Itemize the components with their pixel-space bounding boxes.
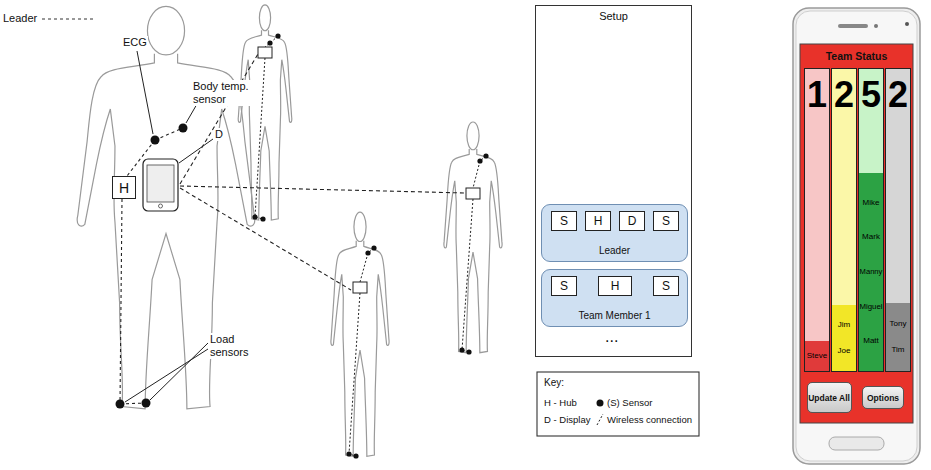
ellipsis: ... [604, 328, 619, 346]
name-strip: JimJoe [832, 305, 856, 371]
panel-title: Leader [542, 245, 687, 256]
hub-box: H [585, 211, 611, 231]
wireless-link [180, 54, 466, 290]
status-column: 2TonyTim [885, 68, 911, 372]
status-header: Team Status [801, 46, 912, 65]
member-name: Steve [807, 351, 827, 361]
key-box [537, 372, 699, 436]
status-count: 1 [805, 73, 829, 117]
legend-wireless-sample [597, 414, 603, 425]
node-label: S [662, 279, 670, 293]
name-strip: Steve [805, 341, 829, 371]
status-count: 2 [886, 73, 910, 117]
setup-panel: SetupLeaderSHDSTeam Member 1SHS [535, 5, 692, 357]
member-name: Manny [860, 267, 883, 277]
smartphone [793, 8, 920, 464]
leader-line [42, 19, 96, 20]
team-figure [331, 212, 389, 456]
member-name: Mike [863, 198, 880, 208]
button-label: Options [867, 393, 899, 403]
team-hub [258, 47, 480, 293]
node-label: H [594, 214, 603, 228]
sensor-box: S [551, 276, 577, 296]
member-name: Tim [891, 345, 904, 355]
status-column: 2JimJoe [831, 68, 857, 372]
team-wiring [255, 36, 486, 456]
callout-label: Load sensors [209, 333, 267, 359]
display-box: D [619, 211, 645, 231]
sensor-dot [252, 33, 488, 458]
legend-label: D - Display [543, 414, 591, 426]
node-label: S [560, 214, 568, 228]
panel-title: Team Member 1 [542, 310, 687, 321]
legend-label: Wireless connection [606, 414, 693, 426]
status-count: 2 [832, 73, 856, 117]
member-name: Jim [838, 320, 850, 330]
figure-label: Leader [2, 12, 38, 25]
button: Options [862, 386, 904, 409]
display-device [143, 159, 178, 211]
body-wiring [120, 128, 183, 404]
status-column: 1Steve [804, 68, 830, 372]
node-label: S [662, 214, 670, 228]
status-count: 5 [859, 73, 883, 117]
status-column: 5MikeMarkMannyMiguelMatt [858, 68, 884, 372]
sensor-box: S [653, 211, 679, 231]
member-name: Mark [862, 232, 880, 242]
node-label: S [560, 279, 568, 293]
member-name: Miguel [860, 302, 883, 312]
callout-label: ECG [122, 36, 148, 49]
callout-label: Body temp. sensor [192, 80, 256, 106]
legend-sensor-sample [597, 400, 604, 407]
node-label: D [628, 214, 637, 228]
node-label: H [119, 180, 129, 196]
name-strip: TonyTim [886, 303, 910, 371]
panel-title: Setup [536, 10, 691, 22]
member-name: Joe [838, 346, 851, 356]
member-panel: Team Member 1 S H S [541, 269, 688, 327]
legend-label: H - Hub [543, 397, 578, 409]
legend-label: (S) Sensor [606, 397, 653, 409]
sensor-box: S [551, 211, 577, 231]
sensor-dot [116, 124, 188, 409]
callout-label: D [214, 128, 224, 141]
button: Update All [807, 382, 852, 413]
hub-box: H [112, 176, 136, 199]
team-figure [444, 122, 502, 353]
header-title: Team Status [826, 50, 888, 62]
name-strip: MikeMarkMannyMiguelMatt [859, 173, 883, 371]
member-name: Matt [863, 336, 879, 346]
leader-panel: Leader S H D S [541, 204, 688, 262]
hub-box: H [598, 276, 632, 296]
sensor-box: S [653, 276, 679, 296]
node-label: H [611, 279, 620, 293]
key-title: Key: [543, 377, 565, 389]
member-name: Tony [890, 319, 907, 329]
button-label: Update All [808, 393, 850, 403]
